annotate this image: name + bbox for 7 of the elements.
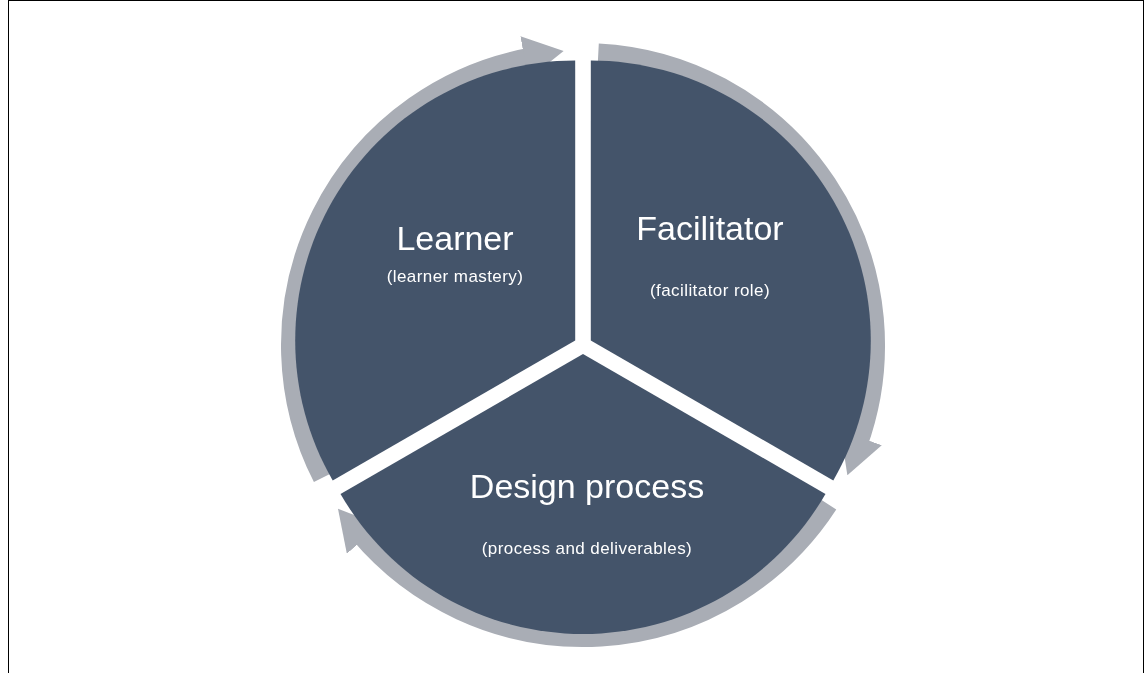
segment-subtitle: (learner mastery) — [386, 267, 524, 285]
segment-subtitle: (process and deliverables) — [481, 539, 693, 557]
cycle-arrow — [336, 499, 836, 647]
segment-title: Design process — [469, 469, 705, 503]
segment-title: Learner — [396, 221, 514, 255]
segment-subtitle: (facilitator role) — [649, 281, 771, 299]
segment-title: Facilitator — [636, 211, 784, 245]
